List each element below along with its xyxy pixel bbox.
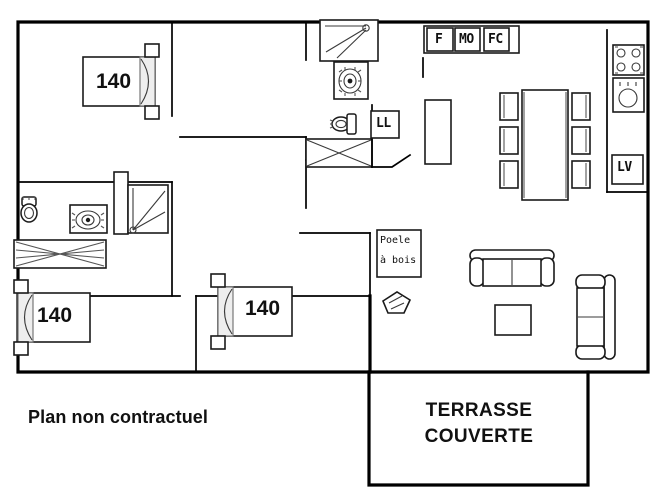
dining-chair (499, 92, 519, 121)
bathroom-lower (13, 171, 169, 269)
dining-set (499, 89, 591, 201)
kitchen (423, 25, 645, 185)
washing-machine-label: LL (376, 116, 391, 131)
shower (127, 184, 169, 234)
living-room (376, 229, 616, 360)
bed-label-top-left: 140 (96, 70, 132, 93)
dishwasher-box (611, 154, 644, 185)
dishwasher-label: LV (617, 160, 632, 175)
coffee-table (494, 304, 532, 336)
nightstand (144, 43, 160, 58)
wood-stove-box (376, 229, 422, 278)
nightstand (13, 341, 29, 356)
cabinet (113, 171, 129, 235)
dining-chair (571, 92, 591, 121)
shower (319, 19, 379, 62)
dining-chair (571, 126, 591, 155)
terrace-label-line2: COUVERTE (424, 426, 534, 447)
wood-stove-label-line2: à bois (380, 255, 417, 266)
toilet (20, 196, 38, 223)
bathroom-upper (305, 19, 412, 168)
dining-table (521, 89, 569, 201)
toilet (329, 113, 357, 135)
bed-top-left (82, 43, 160, 120)
nightstand (210, 273, 226, 288)
fridge-box (426, 27, 454, 52)
bed-bottom-left (13, 279, 91, 356)
fridge-label: F (435, 32, 443, 47)
cooktop (612, 44, 645, 76)
sofa-horizontal (469, 249, 555, 287)
fridge-column (424, 99, 452, 165)
dining-chair (571, 160, 591, 189)
dining-chair (499, 126, 519, 155)
combi-oven-label: FC (488, 32, 503, 47)
nightstand (210, 335, 226, 350)
nightstand (13, 279, 29, 294)
terrace (367, 370, 590, 487)
dining-chair (499, 160, 519, 189)
plan-disclaimer: Plan non contractuel (28, 407, 209, 427)
log-object (382, 291, 412, 314)
combi-oven-box (483, 27, 510, 52)
microwave-label: MO (459, 32, 474, 47)
terrace-label-line1: TERRASSE (425, 400, 533, 421)
microwave-box (454, 27, 481, 52)
bed-bottom-middle (210, 273, 293, 350)
oven (612, 77, 645, 113)
bed-label-bottom-left: 140 (37, 304, 73, 327)
sofa-vertical (575, 274, 616, 360)
bed-label-bottom-middle: 140 (245, 297, 281, 320)
washing-machine (370, 110, 400, 139)
wood-stove-label-line1: Poele (380, 235, 411, 246)
nightstand (144, 105, 160, 120)
